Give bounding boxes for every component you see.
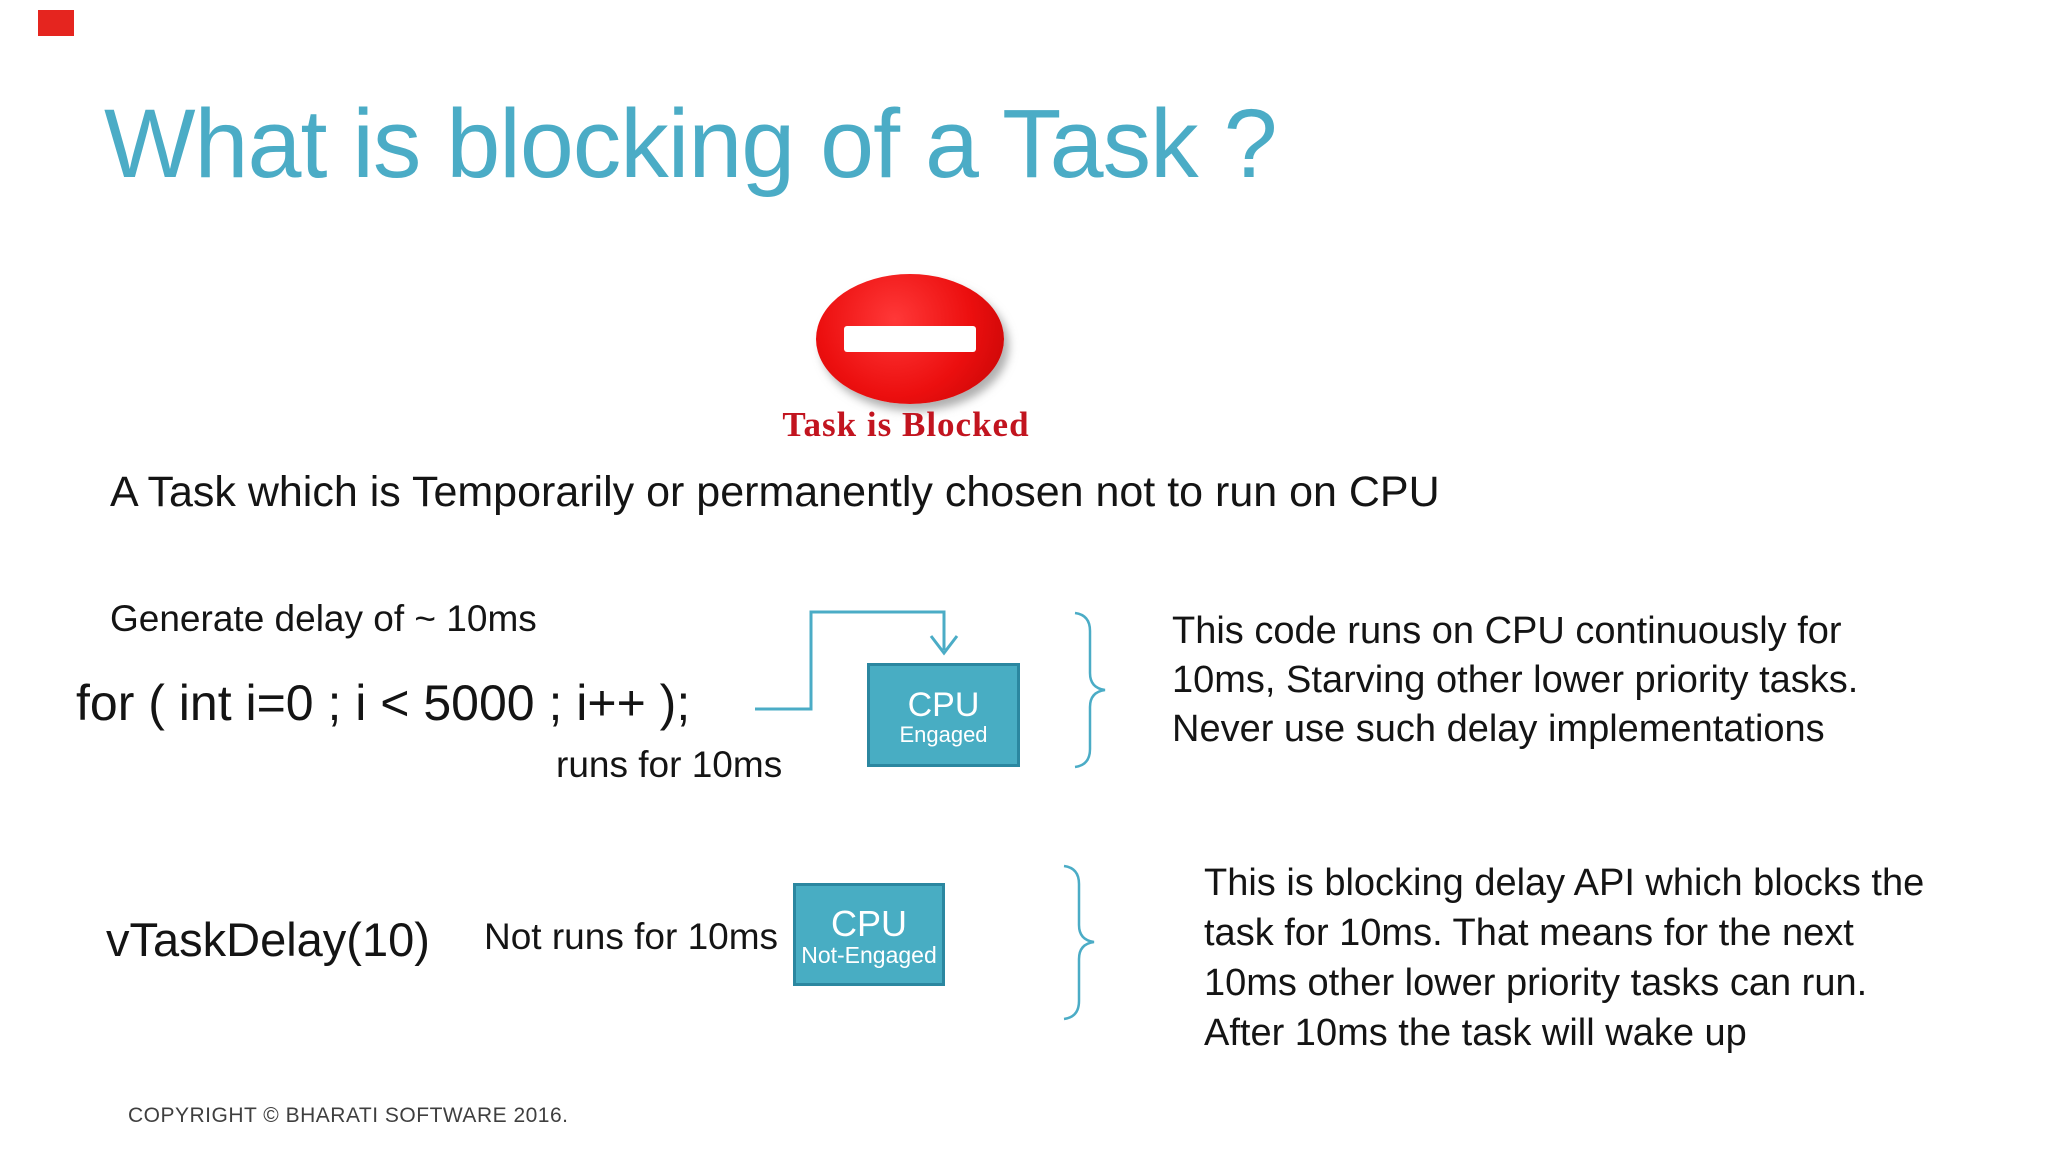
cpu-box-title: CPU [830,903,907,944]
cpu-box-subtitle: Engaged [899,722,988,747]
slide-subtitle: A Task which is Temporarily or permanent… [110,468,1440,516]
busy-wait-caption: Generate delay of ~ 10ms [110,598,537,639]
cpu-box-title: CPU [907,686,980,724]
right-brace-icon [1074,611,1106,769]
explanation-line: task for 10ms. That means for the next [1204,912,1854,954]
explanation-line: This is blocking delay API which blocks … [1204,862,1925,904]
explanation-line: After 10ms the task will wake up [1204,1012,1747,1054]
blocking-delay-explanation: This is blocking delay API which blocks … [1204,858,1964,1058]
busy-wait-code: for ( int i=0 ; i < 5000 ; i++ ); [76,675,691,731]
explanation-line: Never use such delay implementations [1172,708,1825,750]
right-brace-icon [1063,864,1095,1021]
explanation-line: 10ms, Starving other lower priority task… [1172,659,1859,701]
cpu-not-engaged-box: CPU Not-Engaged [793,883,945,986]
no-entry-icon [816,274,1004,404]
no-entry-bar [844,326,976,352]
copyright-notice: COPYRIGHT © BHARATI SOFTWARE 2016. [128,1104,569,1127]
cpu-box-subtitle: Not-Engaged [801,942,937,968]
blocking-delay-note: Not runs for 10ms [484,916,779,957]
busy-wait-explanation: This code runs on CPU continuously for 1… [1172,607,1912,754]
explanation-line: 10ms other lower priority tasks can run. [1204,962,1868,1004]
blocked-sign-label: Task is Blocked [782,405,1030,444]
slide-corner-accent [38,10,74,36]
cpu-engaged-box: CPU Engaged [867,663,1020,767]
busy-wait-note: runs for 10ms [556,744,783,785]
blocking-delay-code: vTaskDelay(10) [106,913,430,966]
explanation-line: This code runs on CPU continuously for [1172,610,1842,652]
slide-title: What is blocking of a Task ? [104,89,1278,198]
